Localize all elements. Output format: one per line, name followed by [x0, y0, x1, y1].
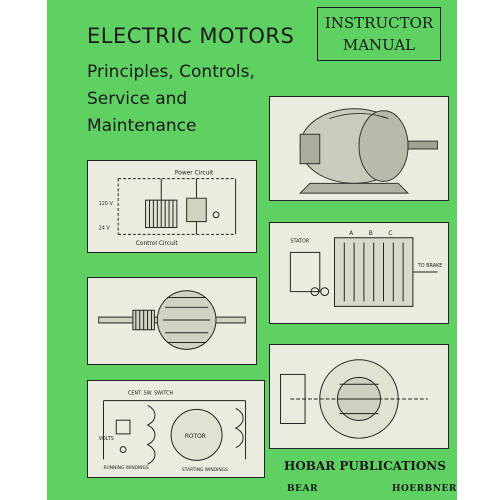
three-phase-diagram: STATOR TO BRAKE A B C: [289, 231, 443, 307]
author-hoerbner: HOERBNER: [392, 484, 457, 494]
control-circuit-label: Control Circuit: [136, 241, 179, 247]
instructor-manual-badge: INSTRUCTOR MANUAL: [317, 7, 441, 61]
wiring-diagram: CENT. SW. SWITCH VOLTS ROTOR RUNNING WIN…: [99, 391, 247, 473]
motor-illustration-panel: [269, 96, 449, 201]
rotor-label: ROTOR: [185, 434, 206, 440]
phase-b-label: B: [369, 231, 373, 237]
circuit-diagram: Power Circuit Control Circuit 120 V 24 V: [99, 171, 237, 247]
cross-section-drawing: [280, 359, 428, 439]
subtitle-line-2: Service and: [87, 89, 188, 109]
split-phase-wiring-panel: CENT. SW. SWITCH VOLTS ROTOR RUNNING WIN…: [87, 380, 265, 478]
phase-c-label: C: [388, 231, 392, 237]
book-title: ELECTRIC MOTORS: [87, 24, 295, 48]
book-cover: ELECTRIC MOTORS Principles, Controls, Se…: [47, 0, 457, 500]
volts-label: VOLTS: [99, 436, 114, 442]
subtitle-line-3: Maintenance: [87, 116, 197, 136]
cent-switch-label: CENT. SW. SWITCH: [128, 391, 174, 397]
v120-label: 120 V: [99, 201, 114, 207]
power-control-circuit-panel: Power Circuit Control Circuit 120 V 24 V: [87, 160, 257, 253]
stator-label: STATOR: [290, 239, 310, 245]
v24-label: 24 V: [99, 225, 111, 231]
running-windings-label: RUNNING WINDINGS: [104, 465, 149, 471]
publisher-name: HOBAR PUBLICATIONS: [284, 459, 446, 473]
motor-cross-section-panel: [269, 344, 449, 449]
to-brake-label: TO BRAKE: [417, 263, 443, 269]
three-phase-panel: STATOR TO BRAKE A B C: [269, 222, 449, 324]
armature-drawing: [98, 290, 246, 350]
badge-line-1: INSTRUCTOR: [324, 14, 434, 32]
subtitle-line-1: Principles, Controls,: [87, 62, 255, 82]
starting-windings-label: STARTING WINDINGS: [182, 467, 228, 473]
armature-panel: [87, 277, 257, 365]
badge-line-2: MANUAL: [342, 36, 416, 54]
author-bear: BEAR: [287, 484, 318, 494]
power-circuit-label: Power Circuit: [175, 171, 214, 177]
phase-a-label: A: [349, 231, 353, 237]
motor-drawing: [298, 108, 438, 194]
